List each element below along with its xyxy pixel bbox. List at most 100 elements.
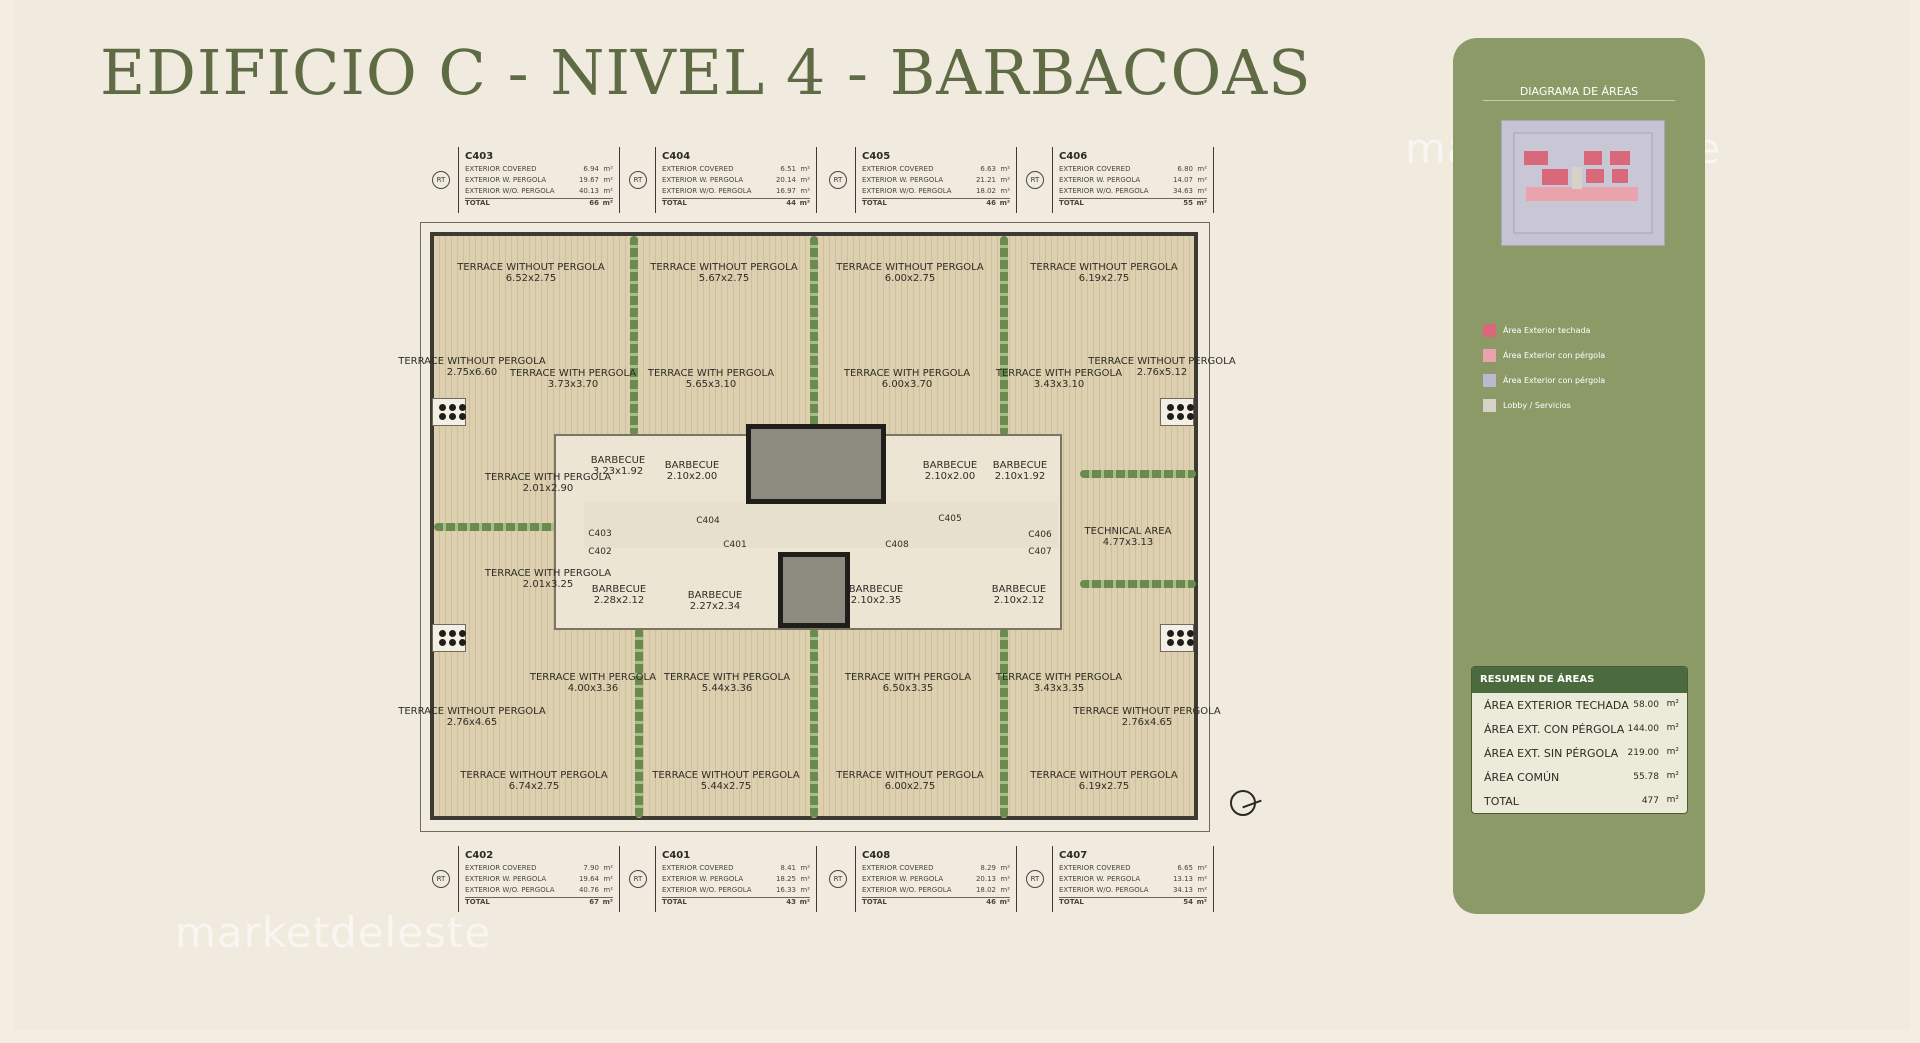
summary-unit: m² (1666, 795, 1679, 805)
area-unit: m² (800, 875, 810, 883)
space-name: TERRACE WITH PERGOLA (647, 368, 775, 379)
area-unit: m² (999, 199, 1010, 207)
unit-door-label: C408 (885, 540, 909, 550)
area-unit: m² (603, 886, 613, 894)
legend-label: Lobby / Servicios (1503, 401, 1571, 410)
rt-icon: RT (1026, 171, 1044, 189)
legend-swatch (1483, 324, 1496, 337)
rt-icon: RT (629, 171, 647, 189)
space-name: TERRACE WITH PERGOLA (509, 368, 637, 379)
space-name: TERRACE WITHOUT PERGOLA (836, 262, 984, 273)
rt-icon: RT (432, 870, 450, 888)
corridor (584, 502, 1058, 548)
area-value: 20.14 (775, 176, 796, 184)
space-dimensions: 4.77x3.13 (1102, 537, 1154, 548)
legend-swatch (1483, 399, 1496, 412)
area-unit: m² (1000, 864, 1010, 872)
space-dimensions: 6.74x2.75 (508, 781, 560, 792)
area-value: 54 (1183, 898, 1193, 906)
unit-code: C403 (465, 151, 494, 162)
area-label: EXTERIOR W/O. PERGOLA (662, 187, 752, 195)
unit-door-label: C403 (588, 529, 612, 539)
area-label: TOTAL (862, 199, 887, 207)
summary-label: ÁREA EXT. CON PÉRGOLA (1484, 723, 1625, 736)
area-value: 18.02 (975, 187, 996, 195)
equipment-marker (432, 624, 466, 652)
area-unit: m² (799, 199, 810, 207)
area-minimap (1501, 120, 1665, 246)
rt-icon: RT (432, 171, 450, 189)
space-dimensions: 6.19x2.75 (1078, 273, 1130, 284)
summary-label: ÁREA EXTERIOR TECHADA (1484, 699, 1629, 712)
space-dimensions: 6.52x2.75 (505, 273, 557, 284)
area-unit: m² (1197, 165, 1207, 173)
panel-title: DIAGRAMA DE ÁREAS (1519, 85, 1639, 98)
minimap-drawing (1513, 132, 1653, 234)
area-label: EXTERIOR W. PERGOLA (662, 875, 744, 883)
area-value: 43 (786, 898, 796, 906)
unit-code: C407 (1059, 850, 1088, 861)
area-label: TOTAL (465, 898, 490, 906)
area-unit: m² (800, 187, 810, 195)
area-label: EXTERIOR COVERED (1059, 864, 1131, 872)
summary-label: ÁREA EXT. SIN PÉRGOLA (1484, 747, 1619, 760)
space-dimensions: 6.00x2.75 (884, 781, 936, 792)
stair-shaft (746, 424, 886, 504)
space-dimensions: 5.44x2.75 (700, 781, 752, 792)
summary-value: 477 (1641, 796, 1659, 806)
area-label: EXTERIOR W/O. PERGOLA (465, 187, 555, 195)
legend-label: Área Exterior con pérgola (1503, 376, 1606, 385)
space-dimensions: 2.10x2.35 (850, 595, 902, 606)
area-label: EXTERIOR COVERED (862, 864, 934, 872)
plan-frame (420, 222, 1210, 832)
area-value: 13.13 (1172, 875, 1193, 883)
area-value: 7.90 (583, 864, 599, 872)
space-name: TERRACE WITHOUT PERGOLA (1030, 262, 1178, 273)
area-unit: m² (1000, 886, 1010, 894)
area-value: 8.41 (780, 864, 796, 872)
area-value: 34.13 (1172, 886, 1193, 894)
space-dimensions: 3.43x3.10 (1033, 379, 1085, 390)
unit-code: C408 (862, 850, 891, 861)
space-name: TERRACE WITH PERGOLA (484, 472, 612, 483)
space-name: TERRACE WITH PERGOLA (995, 368, 1123, 379)
space-name: TERRACE WITHOUT PERGOLA (650, 262, 798, 273)
area-value: 40.76 (578, 886, 599, 894)
area-label: EXTERIOR COVERED (662, 165, 734, 173)
unit-code: C406 (1059, 151, 1088, 162)
space-dimensions: 2.10x2.00 (666, 471, 718, 482)
equipment-marker (432, 398, 466, 426)
summary-unit: m² (1666, 771, 1679, 781)
hedge (434, 523, 576, 531)
unit-door-label: C406 (1028, 530, 1052, 540)
area-unit: m² (1000, 176, 1010, 184)
summary-unit: m² (1666, 747, 1679, 757)
area-value: 6.63 (980, 165, 996, 173)
area-unit: m² (602, 199, 613, 207)
divider (1483, 100, 1675, 101)
